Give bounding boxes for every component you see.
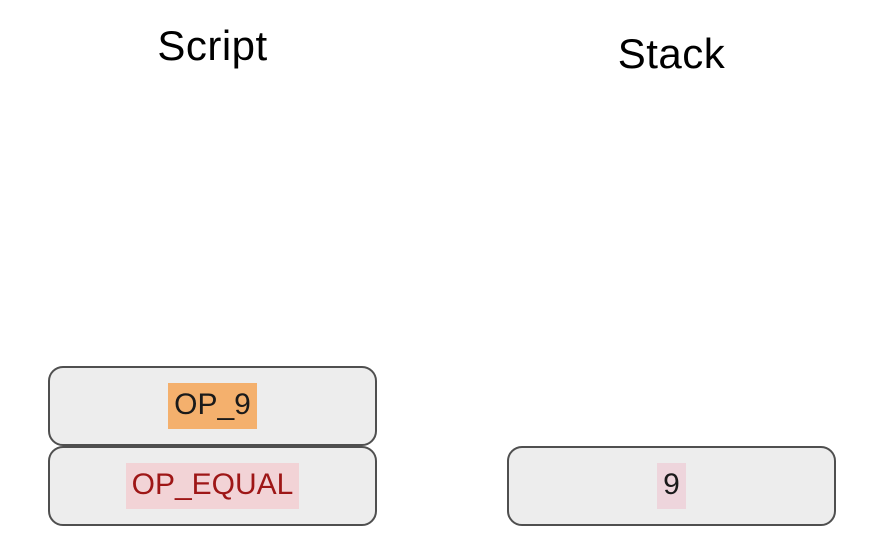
script-column-title: Script: [157, 22, 268, 69]
script-item-op-9[interactable]: OP_9: [48, 366, 377, 446]
stack-item-value[interactable]: 9: [507, 446, 836, 526]
opcode-label: OP_9: [168, 383, 257, 429]
stack-column-title: Stack: [617, 30, 726, 77]
stack-value-label: 9: [657, 463, 686, 509]
script-item-op-equal[interactable]: OP_EQUAL: [48, 446, 377, 526]
opcode-label: OP_EQUAL: [125, 463, 300, 509]
